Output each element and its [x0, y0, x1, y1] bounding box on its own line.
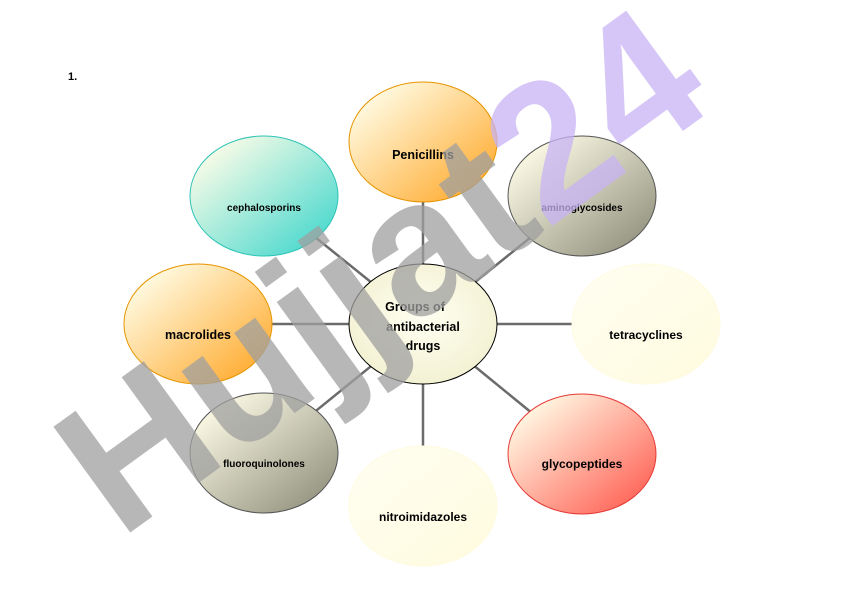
- node-macrolides: [123, 263, 273, 385]
- center-node: Groups of antibacterial drugs: [348, 263, 498, 385]
- node-glycopeptides: [507, 393, 657, 515]
- center-ellipse: [348, 263, 498, 385]
- node-tetracyclines: [571, 263, 721, 385]
- node-fluoroquinolones: [189, 392, 339, 514]
- connector-aminoglycosides: [474, 237, 531, 283]
- node-aminoglycosides: [507, 135, 657, 257]
- connector-fluoroquinolones: [315, 365, 372, 412]
- node-label-glycopeptides: glycopeptides: [542, 457, 623, 471]
- node-label-aminoglycosides: aminoglycosides: [541, 203, 623, 214]
- node-penicillins: [348, 81, 498, 203]
- connector-lines: [272, 202, 572, 446]
- connector-cephalosporins: [315, 237, 372, 283]
- node-label-macrolides: macrolides: [165, 328, 231, 342]
- node-nitroimidazoles: [348, 445, 498, 567]
- nodes: Penicillins cephalosporins aminoglycosides…: [123, 81, 721, 567]
- node-label-penicillins: Penicillins: [392, 148, 454, 162]
- center-label-line-1: Groups of: [385, 300, 446, 314]
- center-label-line-3: drugs: [406, 339, 441, 353]
- connector-glycopeptides: [474, 365, 531, 413]
- node-cephalosporins: [189, 135, 339, 257]
- node-label-nitroimidazoles: nitroimidazoles: [379, 510, 467, 524]
- center-label-line-2: antibacterial: [386, 320, 460, 334]
- node-label-tetracyclines: tetracyclines: [609, 328, 683, 342]
- node-label-fluoroquinolones: fluoroquinolones: [223, 459, 305, 470]
- node-label-cephalosporins: cephalosporins: [227, 203, 301, 214]
- item-number: 1.: [68, 71, 78, 83]
